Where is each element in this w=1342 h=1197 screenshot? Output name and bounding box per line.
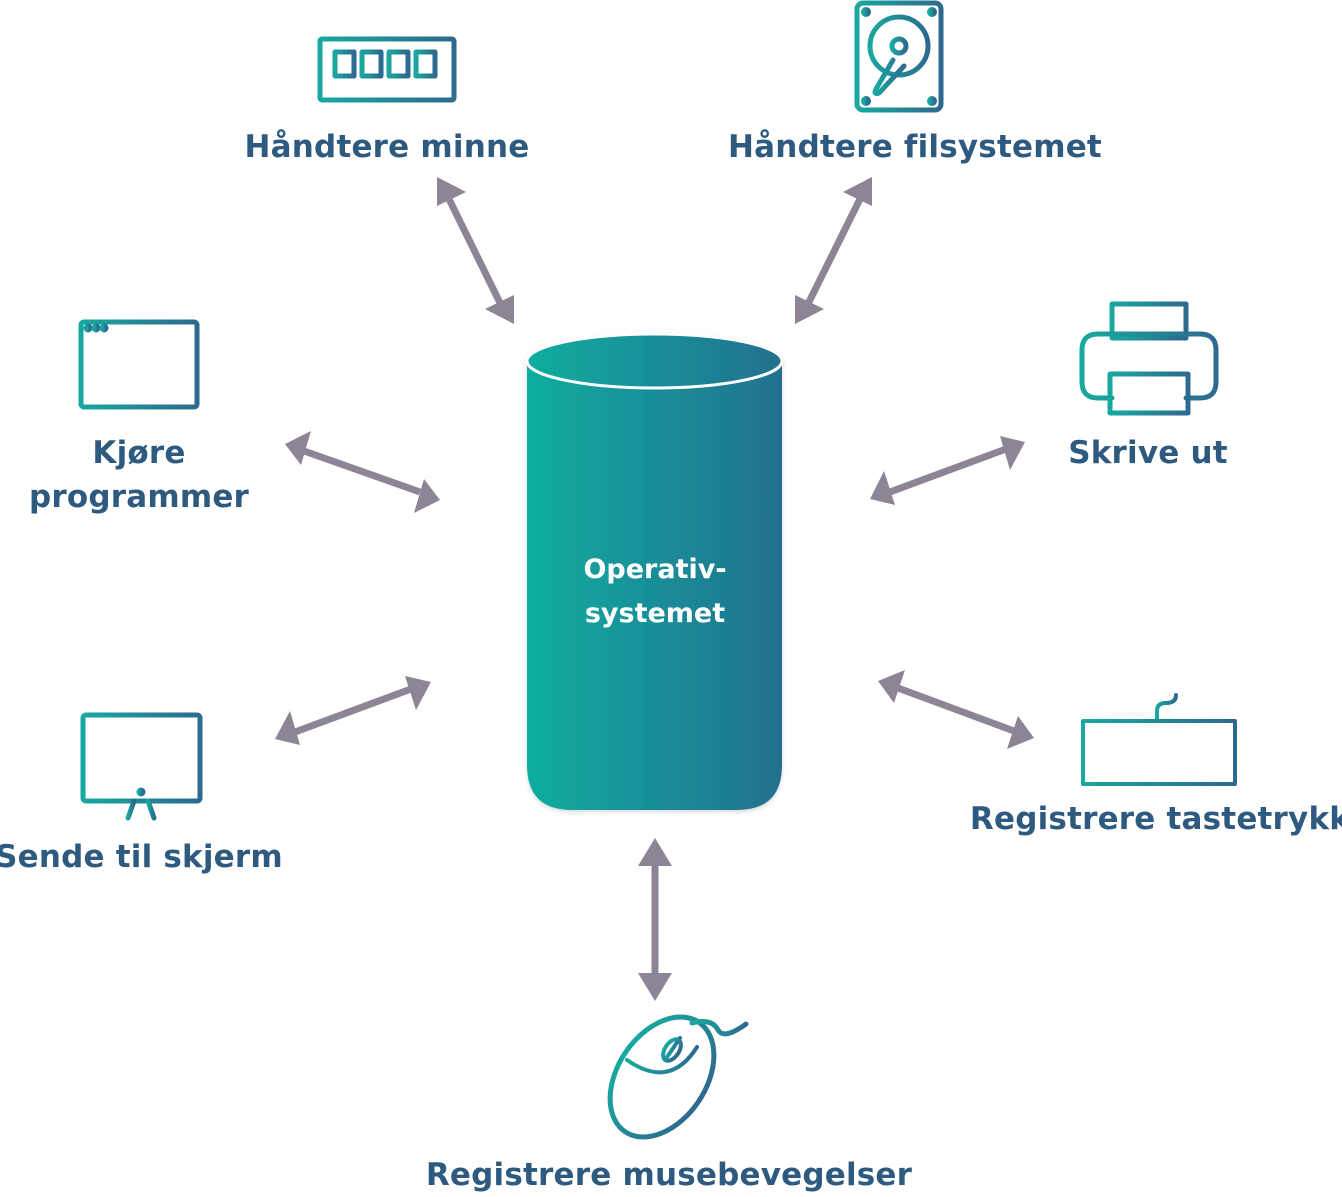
label-screen: Sende til skjerm	[0, 839, 283, 875]
label-programs-line2: programmer	[28, 479, 250, 515]
memory-chip-icon	[317, 36, 457, 103]
arrow-keyboard	[878, 670, 1034, 749]
printer-icon	[1079, 301, 1219, 416]
os-label: Operativ- systemet	[583, 548, 726, 636]
hard-drive-icon	[854, 0, 944, 113]
label-keyboard: Registrere tastetrykk	[969, 801, 1342, 837]
label-programs-line1: Kjøre	[92, 435, 186, 471]
os-cylinder	[525, 332, 784, 810]
keyboard-icon	[1081, 693, 1237, 786]
arrow-filesystem	[795, 177, 872, 324]
label-print: Skrive ut	[1068, 435, 1228, 471]
arrows	[275, 177, 1034, 1001]
os-label-line2: systemet	[584, 598, 726, 629]
os-label-line1: Operativ-	[583, 554, 727, 585]
arrow-print	[870, 436, 1025, 505]
arrow-screen	[275, 676, 431, 745]
mouse-icon	[607, 1014, 749, 1140]
arrow-programs	[285, 431, 440, 513]
arrow-mouse	[638, 838, 672, 1001]
arrow-memory	[437, 177, 514, 324]
label-programs: Kjøre programmer	[29, 431, 249, 519]
label-filesystem: Håndtere filsystemet	[728, 129, 1102, 165]
program-window-icon	[78, 319, 200, 410]
monitor-icon	[80, 712, 203, 822]
label-mouse: Registrere musebevegelser	[425, 1157, 913, 1193]
label-memory: Håndtere minne	[244, 129, 530, 165]
